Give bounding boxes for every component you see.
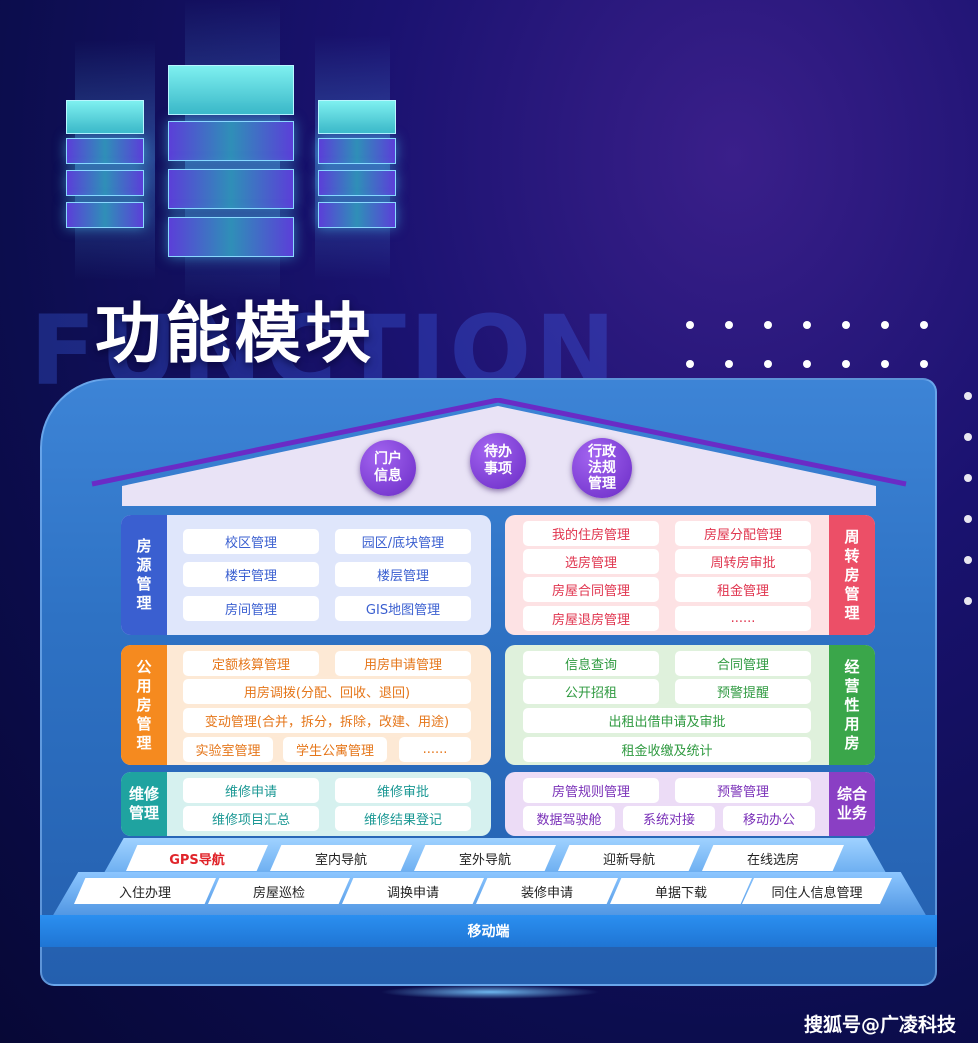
menu-item[interactable]: 合同管理 [675, 651, 811, 676]
section-maintenance: 维修 管理 维修申请 维修审批 维修项目汇总 维修结果登记 [121, 772, 491, 836]
menu-item[interactable]: ...... [675, 606, 811, 631]
menu-item[interactable]: ...... [399, 737, 471, 762]
menu-item[interactable]: 预警管理 [675, 778, 811, 803]
menu-item[interactable]: 房屋退房管理 [523, 606, 659, 631]
menu-item[interactable]: 数据驾驶舱 [523, 806, 615, 831]
nav-item-decoration[interactable]: 装修申请 [476, 878, 618, 904]
menu-item[interactable]: 学生公寓管理 [283, 737, 387, 762]
dot-pattern [686, 353, 959, 372]
roof-item-regulations[interactable]: 行政 法规 管理 [572, 438, 632, 498]
menu-item[interactable]: 出租出借申请及审批 [523, 708, 811, 733]
server-icon [318, 100, 396, 240]
section-commercial-housing: 经 营 性 用 房 信息查询 合同管理 公开招租 预警提醒 出租出借申请及审批 … [505, 645, 875, 765]
menu-item[interactable]: 维修申请 [183, 778, 319, 803]
nav-item-cohabitant[interactable]: 同住人信息管理 [742, 878, 892, 904]
section-label: 房 源 管 理 [121, 515, 167, 635]
section-housing-source: 房 源 管 理 校区管理 园区/底块管理 楼宇管理 楼层管理 房间管理 GIS地… [121, 515, 491, 635]
menu-item[interactable]: 校区管理 [183, 529, 319, 554]
dot-pattern [964, 392, 972, 638]
page-title: 功能模块 [95, 295, 375, 372]
nav-item-gps[interactable]: GPS导航 [126, 845, 268, 871]
menu-item[interactable]: 公开招租 [523, 679, 659, 704]
nav-item-inspection[interactable]: 房屋巡检 [208, 878, 350, 904]
section-label: 维修 管理 [121, 772, 167, 836]
menu-item[interactable]: 移动办公 [723, 806, 815, 831]
menu-item[interactable]: 变动管理(合并，拆分，拆除，改建、用途) [183, 708, 471, 733]
nav-item-online-select[interactable]: 在线选房 [702, 845, 844, 871]
section-label: 周 转 房 管 理 [829, 515, 875, 635]
menu-item[interactable]: 预警提醒 [675, 679, 811, 704]
menu-item[interactable]: 房管规则管理 [523, 778, 659, 803]
nav-item-download[interactable]: 单据下载 [610, 878, 752, 904]
menu-item[interactable]: 用房调拨(分配、回收、退回) [183, 679, 471, 704]
section-turnover-housing: 周 转 房 管 理 我的住房管理 房屋分配管理 选房管理 周转房审批 房屋合同管… [505, 515, 875, 635]
menu-item[interactable]: 选房管理 [523, 549, 659, 574]
menu-item[interactable]: GIS地图管理 [335, 596, 471, 621]
menu-item[interactable]: 维修审批 [335, 778, 471, 803]
menu-item[interactable]: 楼宇管理 [183, 562, 319, 587]
nav-item-outdoor[interactable]: 室外导航 [414, 845, 556, 871]
menu-item[interactable]: 周转房审批 [675, 549, 811, 574]
nav-item-exchange[interactable]: 调换申请 [342, 878, 484, 904]
server-icon [168, 65, 294, 290]
dot-pattern [686, 314, 959, 333]
menu-item[interactable]: 房屋合同管理 [523, 577, 659, 602]
menu-item[interactable]: 定额核算管理 [183, 651, 319, 676]
menu-item[interactable]: 园区/底块管理 [335, 529, 471, 554]
menu-item[interactable]: 我的住房管理 [523, 521, 659, 546]
menu-item[interactable]: 租金管理 [675, 577, 811, 602]
section-label: 经 营 性 用 房 [829, 645, 875, 765]
roof-item-portal[interactable]: 门户 信息 [360, 440, 416, 496]
section-public-housing: 公 用 房 管 理 定额核算管理 用房申请管理 用房调拨(分配、回收、退回) 变… [121, 645, 491, 765]
menu-item[interactable]: 实验室管理 [183, 737, 273, 762]
section-label: 公 用 房 管 理 [121, 645, 167, 765]
glow-light [380, 985, 600, 999]
menu-item[interactable]: 租金收缴及统计 [523, 737, 811, 762]
menu-item[interactable]: 维修项目汇总 [183, 806, 319, 831]
menu-item[interactable]: 维修结果登记 [335, 806, 471, 831]
section-label: 综合 业务 [829, 772, 875, 836]
menu-item[interactable]: 系统对接 [623, 806, 715, 831]
menu-item[interactable]: 房间管理 [183, 596, 319, 621]
nav-item-checkin[interactable]: 入住办理 [74, 878, 216, 904]
menu-item[interactable]: 楼层管理 [335, 562, 471, 587]
section-comprehensive: 综合 业务 房管规则管理 预警管理 数据驾驶舱 系统对接 移动办公 [505, 772, 875, 836]
mobile-bar[interactable]: 移动端 [40, 915, 937, 947]
nav-item-indoor[interactable]: 室内导航 [270, 845, 412, 871]
roof-item-todo[interactable]: 待办 事项 [470, 433, 526, 489]
menu-item[interactable]: 用房申请管理 [335, 651, 471, 676]
server-icon [66, 100, 144, 240]
nav-item-welcome[interactable]: 迎新导航 [558, 845, 700, 871]
menu-item[interactable]: 信息查询 [523, 651, 659, 676]
watermark: 搜狐号@广凌科技 [803, 1014, 956, 1036]
menu-item[interactable]: 房屋分配管理 [675, 521, 811, 546]
